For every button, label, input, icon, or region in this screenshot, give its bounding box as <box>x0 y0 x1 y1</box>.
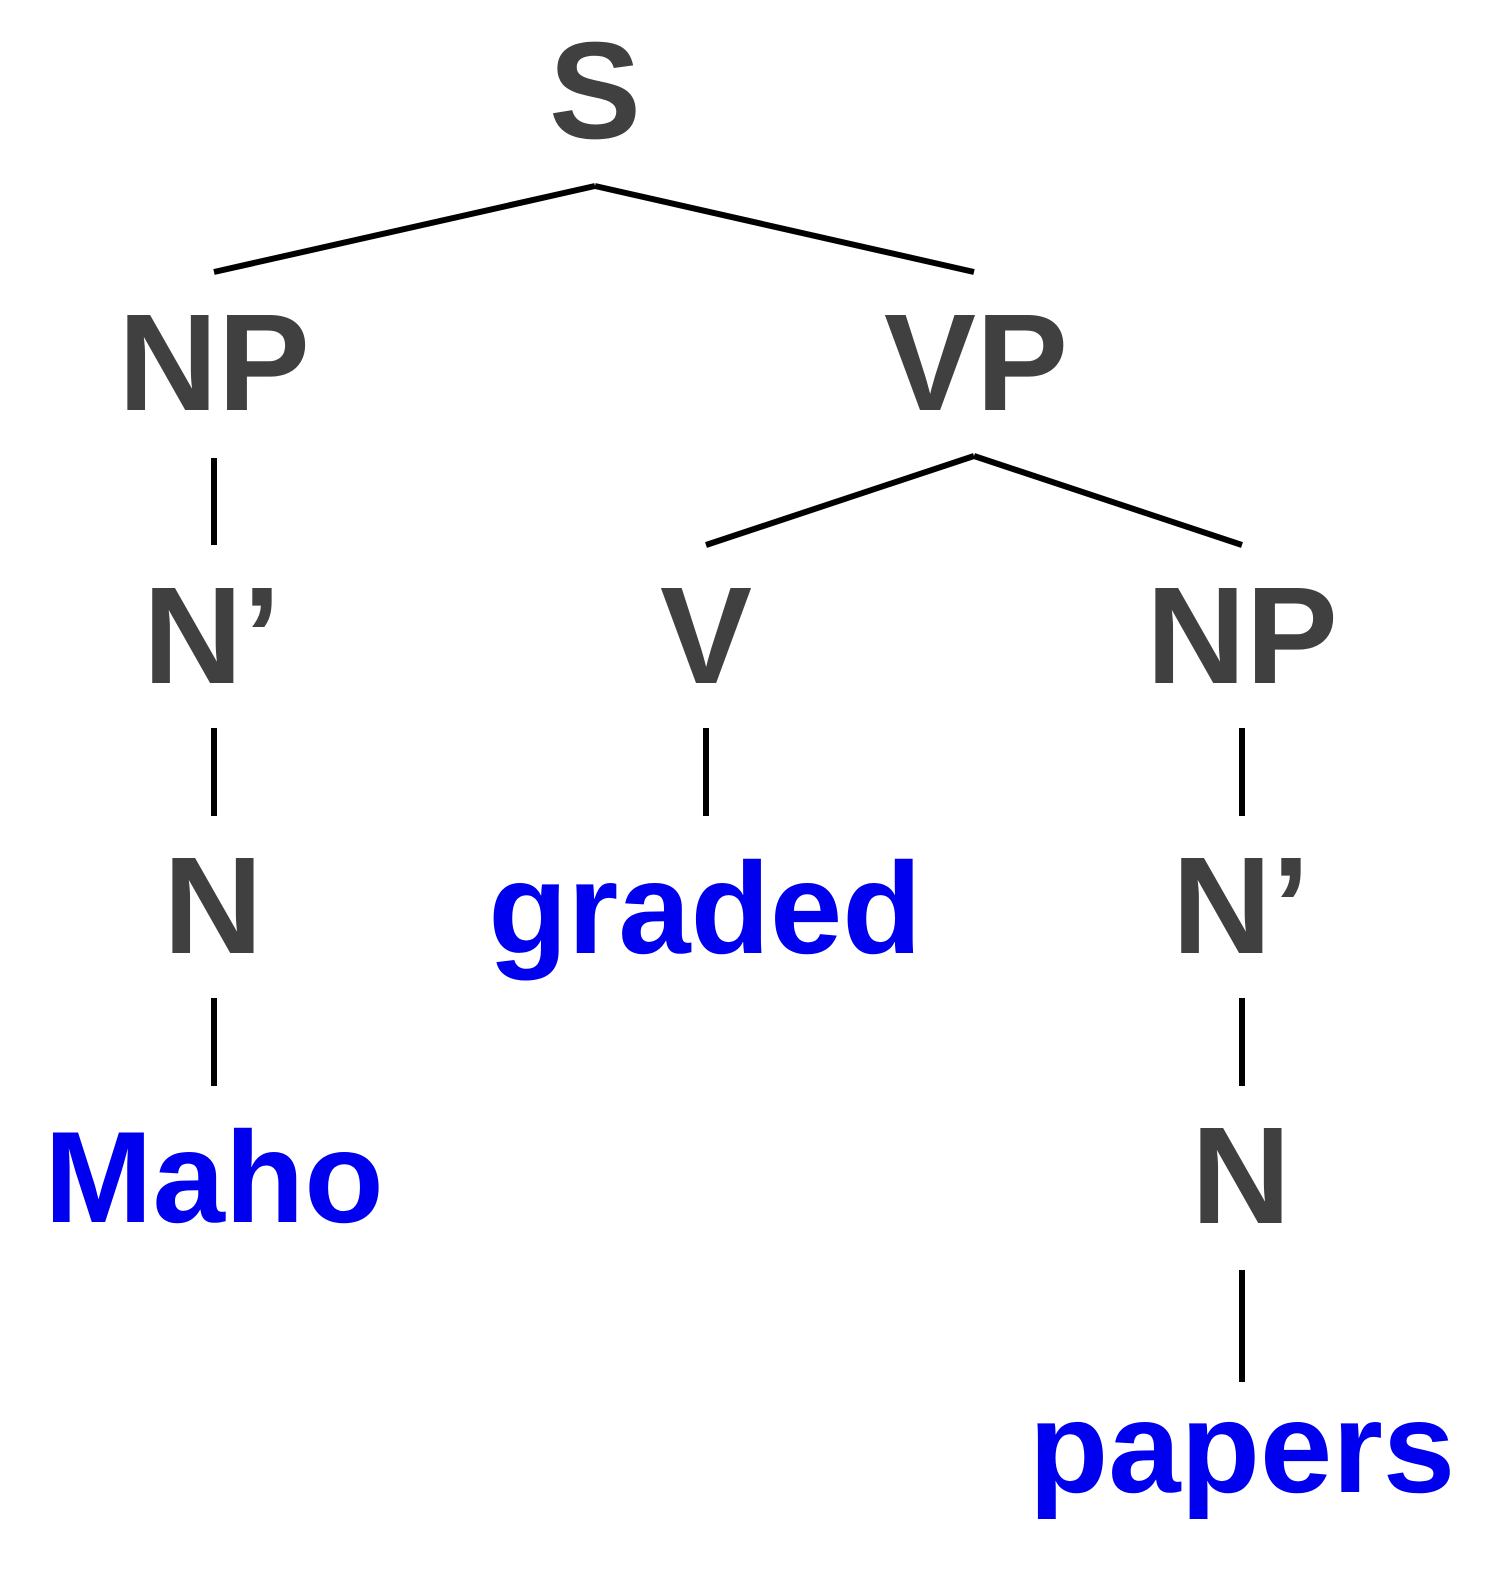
edge-s-np <box>213 183 596 275</box>
node-vp: VP <box>884 286 1068 440</box>
node-object-n: N <box>1191 1099 1291 1253</box>
tree-nodes: S NP VP N’ V NP N N’ N Maho graded paper… <box>44 14 1455 1520</box>
node-subject-n: N <box>163 829 263 983</box>
node-s: S <box>549 14 641 168</box>
word-maho: Maho <box>44 1104 383 1250</box>
edge-s-vp <box>594 183 975 275</box>
edge-vp-np <box>973 453 1243 548</box>
word-papers: papers <box>1029 1374 1455 1520</box>
word-graded: graded <box>488 835 921 981</box>
node-subject-np: NP <box>118 286 310 440</box>
edge-vp-v <box>705 453 975 548</box>
node-object-nbar: N’ <box>1172 829 1310 983</box>
node-subject-nbar: N’ <box>143 559 281 713</box>
tree-edges <box>211 183 1245 1382</box>
node-object-np: NP <box>1146 559 1338 713</box>
node-verb: V <box>660 559 752 713</box>
